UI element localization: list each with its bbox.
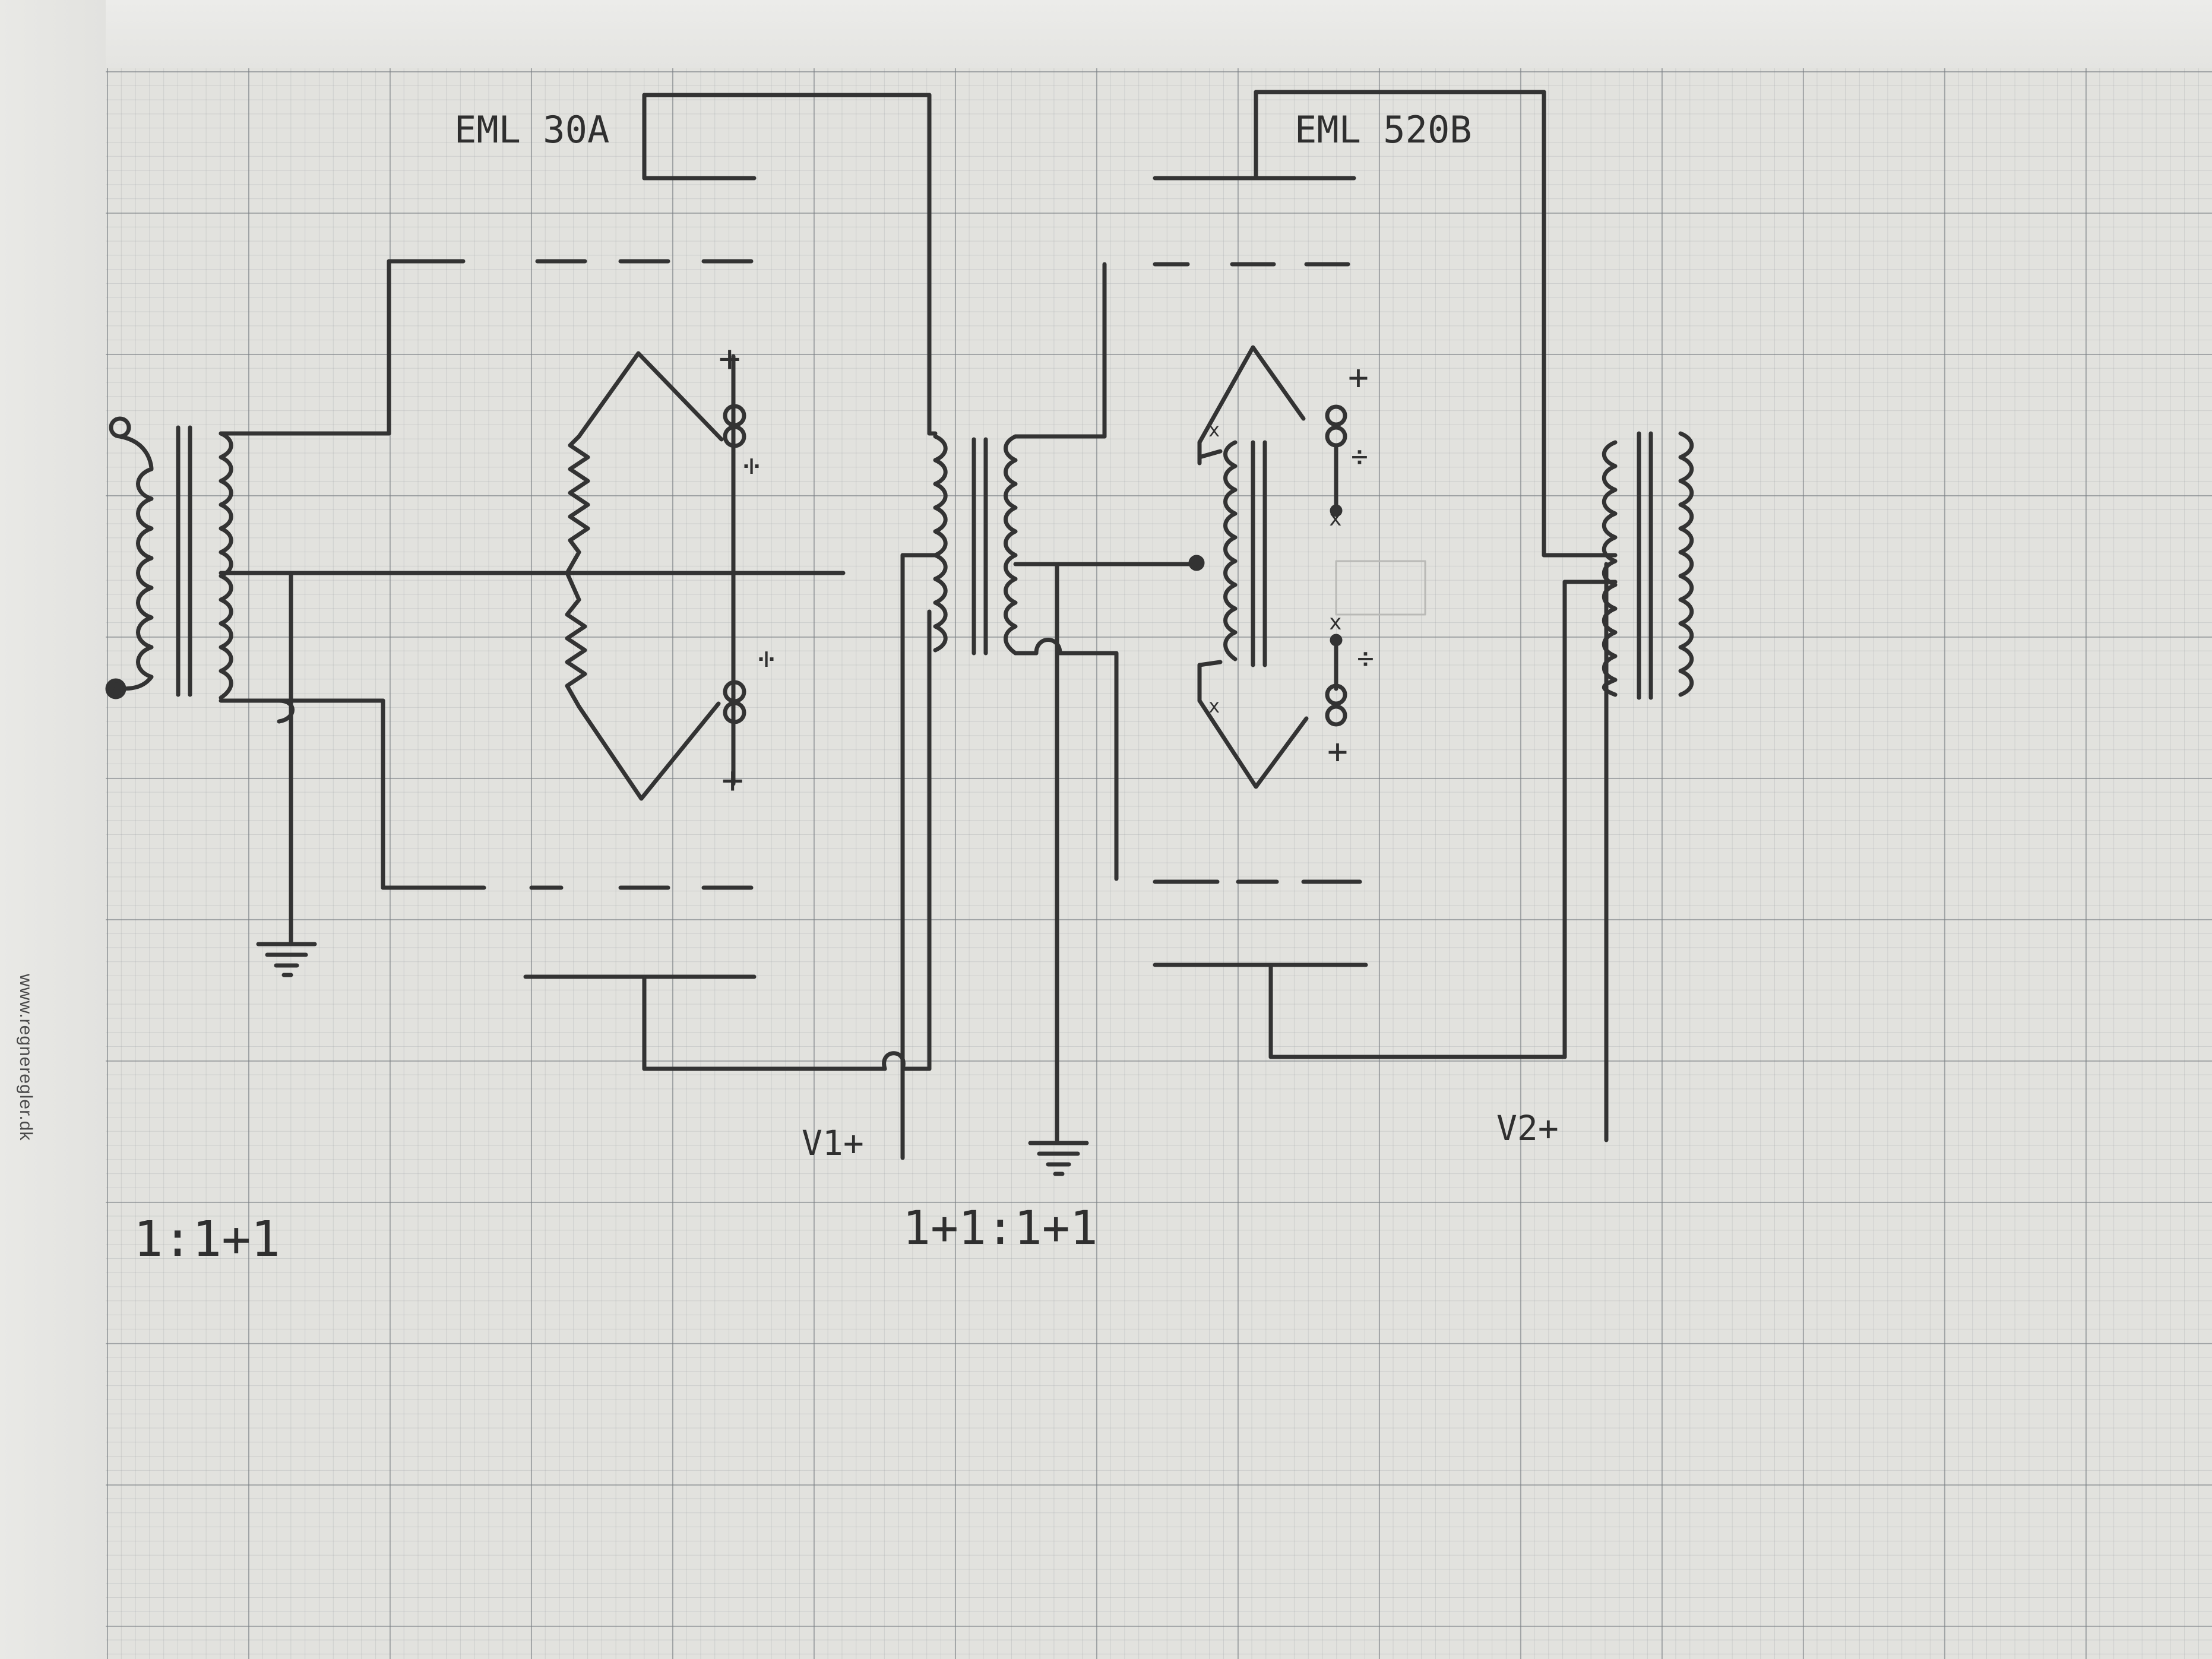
- sym-plus-3: +: [1348, 357, 1369, 397]
- filament-resistor-lower: [565, 571, 587, 709]
- wire-inter-crossover: [1034, 638, 1062, 656]
- junction-dot: [1188, 555, 1205, 571]
- paper-left-margin: [0, 0, 106, 1659]
- input-primary-coil: [113, 434, 154, 691]
- label-tube-eml-520b: EML 520B: [1295, 108, 1472, 151]
- sym-minus-1: ÷: [735, 457, 770, 475]
- output-secondary-coil: [1678, 431, 1694, 697]
- filament2-arrows: [1197, 449, 1223, 667]
- filament2-coil: [1223, 440, 1238, 661]
- heater-source-1b: [723, 425, 746, 448]
- tube-eml-30a: [381, 93, 932, 1071]
- label-ratio-interstage: 1+1:1+1: [903, 1202, 1098, 1255]
- sym-minus-3: ÷: [1351, 440, 1368, 473]
- sym-plus-4: +: [1327, 731, 1348, 771]
- sym-minus-4: ÷: [1357, 642, 1374, 675]
- interstage-transformer: [900, 431, 1205, 1160]
- heater2-source-2b: [1325, 704, 1347, 727]
- filament-bottom: [577, 701, 721, 801]
- label-v2-supply: V2+: [1496, 1108, 1559, 1148]
- interstage-secondary-coil: [1004, 434, 1018, 656]
- sym-cross-4: x: [1208, 695, 1220, 717]
- heater2-dot-1: [1330, 504, 1343, 517]
- input-transformer: [105, 416, 846, 946]
- filament-resistor-upper: [565, 434, 590, 575]
- eraser-ghost-mark: [1335, 560, 1426, 616]
- ground-symbol-1: [256, 942, 317, 977]
- label-tube-eml-30a: EML 30A: [454, 108, 609, 151]
- heater2-source-1b: [1325, 425, 1347, 448]
- input-secondary-coil: [219, 431, 233, 700]
- filament2-top: [1197, 345, 1306, 445]
- tube-eml-520b: [1102, 90, 1567, 1059]
- sym-cross-3: x: [1208, 419, 1220, 441]
- sym-cross-1: x: [1329, 506, 1342, 531]
- sym-plus-2: +: [721, 758, 743, 802]
- heater-source-2b: [723, 701, 746, 724]
- input-terminal-open: [109, 416, 131, 439]
- output-primary-coil: [1602, 440, 1618, 697]
- ground-symbol-2: [1028, 1141, 1089, 1176]
- output-transformer: [1542, 431, 1694, 1142]
- label-ratio-input: 1:1+1: [134, 1211, 280, 1268]
- sym-minus-2: ÷: [750, 650, 784, 668]
- filament-top: [577, 351, 724, 442]
- filament2-bottom: [1197, 698, 1309, 789]
- label-v1-supply: V1+: [802, 1123, 864, 1163]
- heater2-source-1a: [1325, 404, 1347, 427]
- paper-top-margin: [0, 0, 2212, 68]
- sym-cross-2: x: [1329, 610, 1342, 635]
- heater2-source-2a: [1325, 683, 1347, 706]
- anode-bottom-crossover: [882, 1051, 906, 1071]
- sym-plus-1: +: [719, 337, 741, 380]
- interstage-primary-coil: [933, 434, 948, 653]
